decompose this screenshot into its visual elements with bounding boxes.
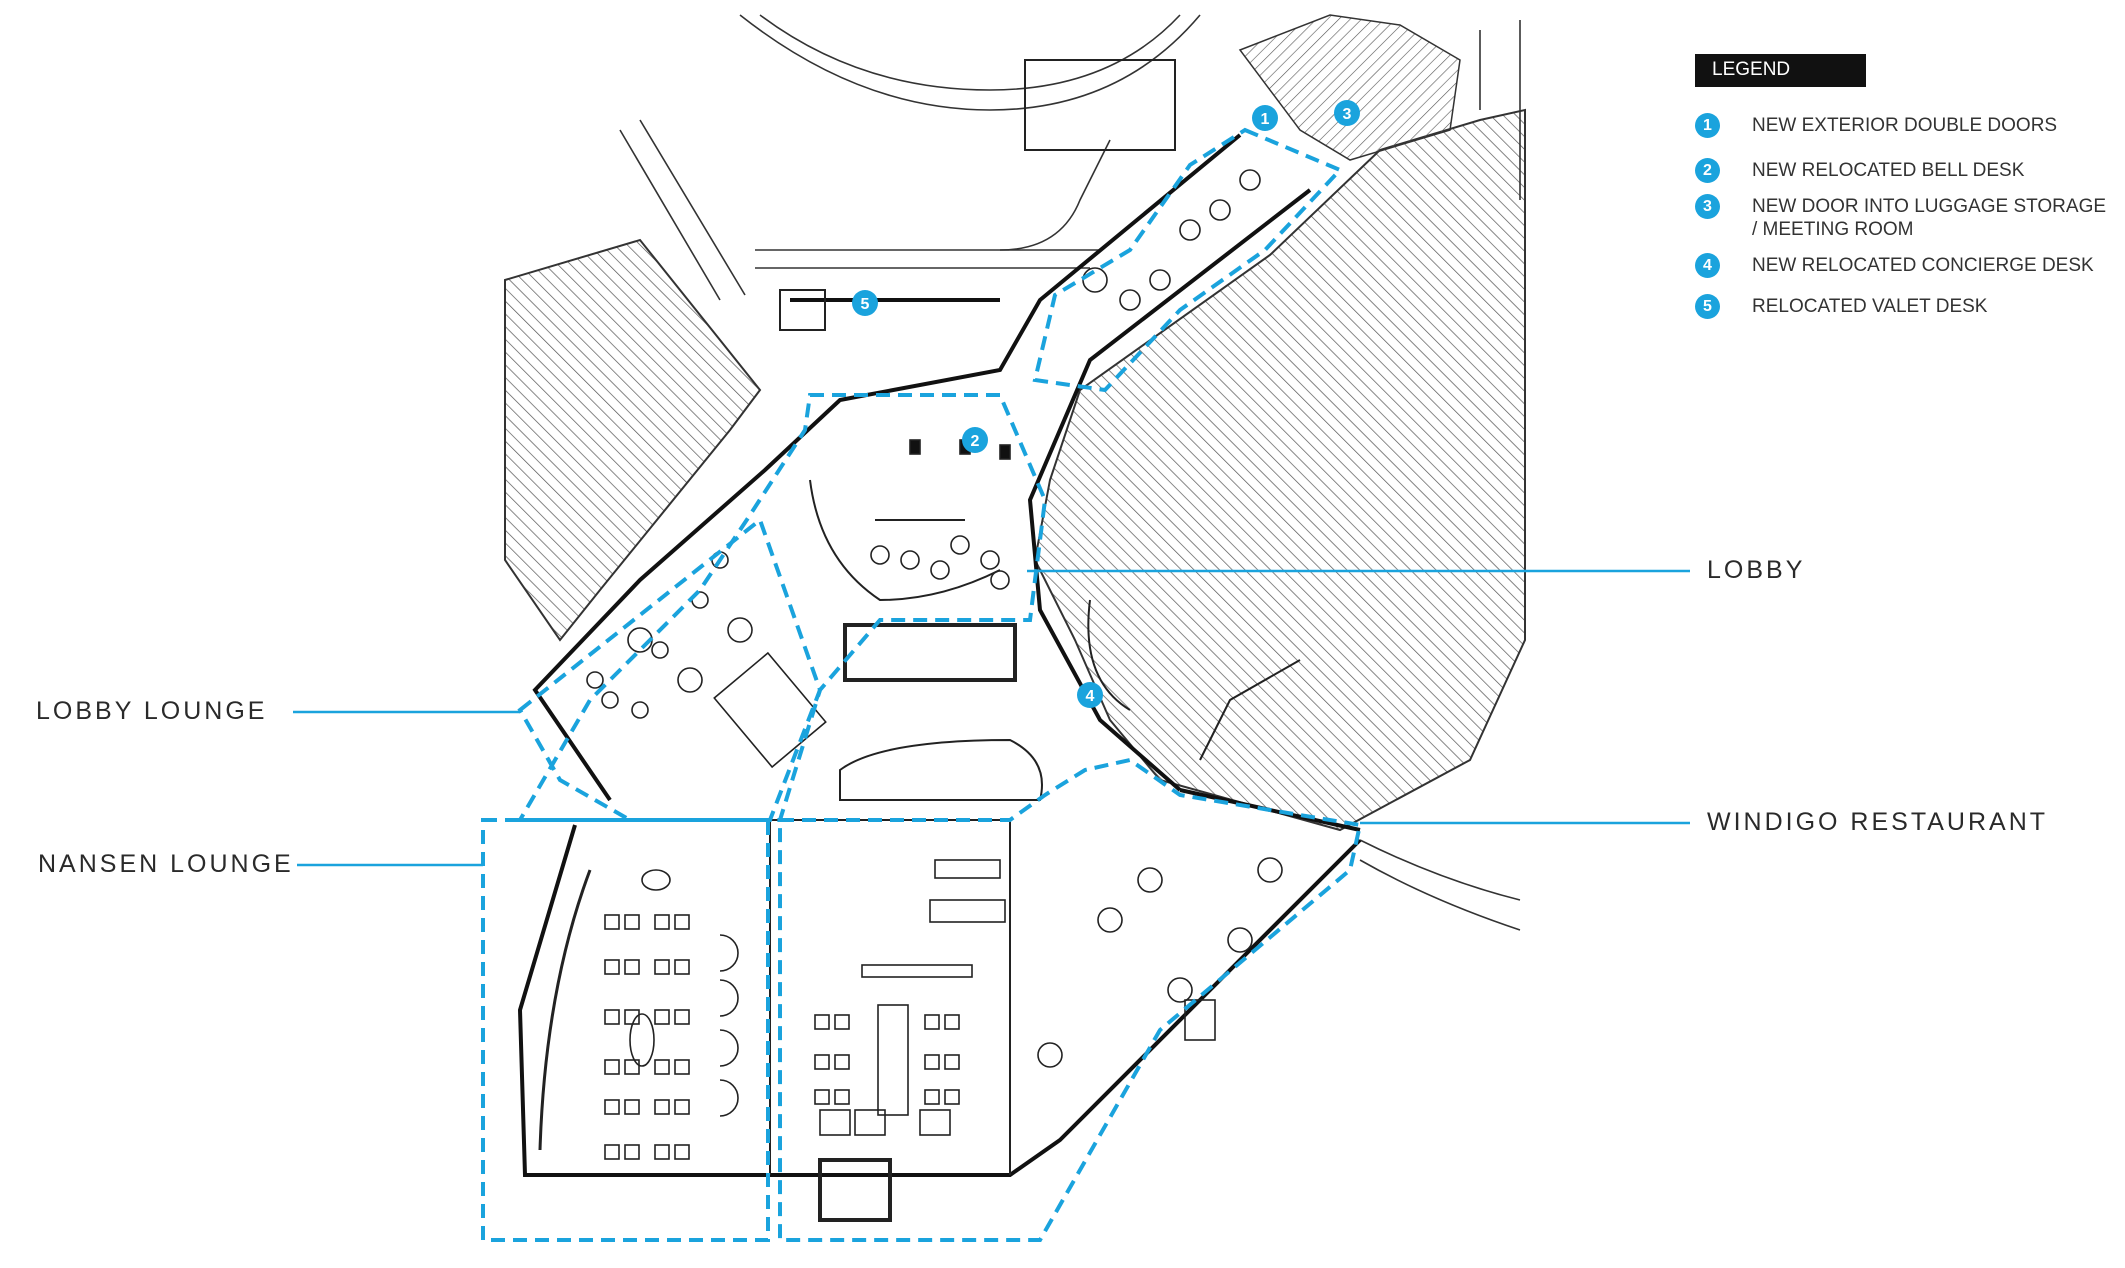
nansen-tables [538, 869, 739, 1160]
marker-2-badge: 2 [962, 427, 988, 453]
legend-number-3: 3 [1695, 194, 1720, 219]
marker-3-badge: 3 [1334, 100, 1360, 126]
legend-text-1: NEW EXTERIOR DOUBLE DOORS [1752, 115, 2058, 136]
label-windigo-restaurant: WINDIGO RESTAURANT [1707, 808, 2049, 836]
legend-text-2: NEW RELOCATED BELL DESK [1752, 160, 2025, 181]
leader-lines [293, 569, 1690, 867]
marker-5-badge: 5 [852, 290, 878, 316]
legend-title: LEGEND [1695, 54, 1866, 87]
windigo-tables [814, 857, 1283, 1136]
legend-number-1: 1 [1695, 113, 1720, 138]
marker-1-number: 1 [1261, 111, 1270, 128]
marker-4-number: 4 [1086, 688, 1095, 705]
hatched-zones [504, 14, 1526, 832]
lobby-lounge-seating [586, 551, 827, 769]
interior-partitions [769, 59, 1301, 1222]
marker-5-number: 5 [861, 296, 870, 313]
marker-1-badge: 1 [1252, 105, 1278, 131]
marker-4-badge: 4 [1077, 682, 1103, 708]
highlight-zones [481, 127, 1363, 1242]
lounge-zone [517, 516, 823, 822]
furniture [538, 169, 1283, 1160]
legend-number-2: 2 [1695, 158, 1720, 183]
legend-text-4: NEW RELOCATED CONCIERGE DESK [1752, 255, 2094, 276]
legend-text-3: NEW DOOR INTO LUGGAGE STORAGE / MEETING … [1752, 196, 2107, 240]
windigo-zone [778, 757, 1363, 1242]
label-lobby: LOBBY [1707, 556, 1806, 584]
site-linework [619, 14, 1521, 931]
legend: LEGEND 1 NEW EXTERIOR DOUBLE DOORS 2 NEW… [1695, 54, 2125, 319]
marker-3-number: 3 [1343, 106, 1352, 123]
nansen-zone [481, 818, 770, 1242]
legend-number-4: 4 [1695, 253, 1720, 278]
label-lobby-lounge: LOBBY LOUNGE [36, 697, 268, 725]
legend-text-5: RELOCATED VALET DESK [1752, 296, 1988, 317]
label-nansen-lounge: NANSEN LOUNGE [38, 850, 294, 878]
legend-number-5: 5 [1695, 294, 1720, 319]
entrance-zone [1032, 127, 1344, 393]
marker-2-number: 2 [971, 433, 980, 450]
